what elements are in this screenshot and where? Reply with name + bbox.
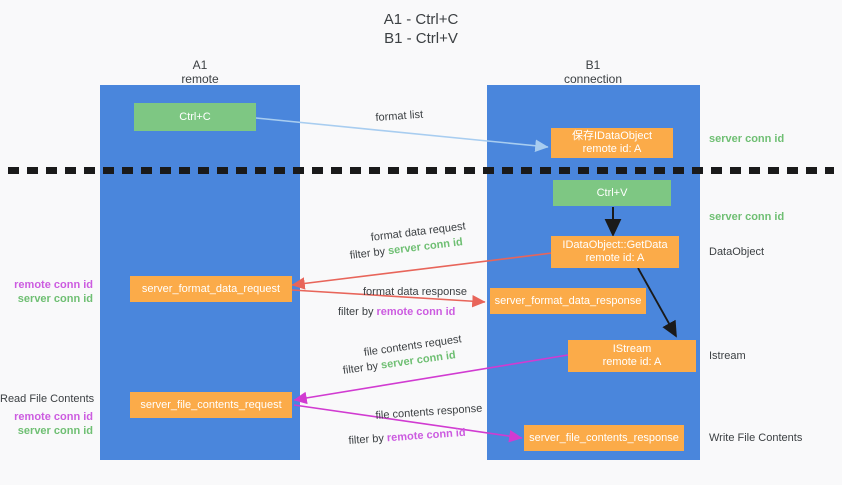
node-server-file-contents-response[interactable]: server_file_contents_response [524,425,684,451]
annotation-left-remote-conn-id-1: remote conn id [14,279,93,291]
lane-header-b1-name: B1 [585,58,601,72]
annotation-right-dataobject: DataObject [709,246,765,258]
node-server-format-data-response[interactable]: server_format_data_response [490,288,646,314]
edge-label-file-contents-response: file contents response [375,402,483,422]
node-save-idataobject-line2: remote id: A [582,143,642,155]
filter-prefix-1: filter by [349,245,389,262]
node-server-format-data-request[interactable]: server_format_data_request [130,276,292,302]
node-ctrl-v[interactable]: Ctrl+V [553,180,671,206]
annotation-left-server-conn-id-2: server conn id [17,425,93,437]
node-istream-line1: IStream [612,343,652,355]
annotation-left-remote-conn-id-2: remote conn id [14,411,93,423]
filter-prefix-3: filter by [342,359,382,377]
lane-header-b1: B1 connection [493,58,693,86]
node-ctrl-v-label: Ctrl+V [596,186,628,199]
page-title-line1: A1 - Ctrl+C [383,11,459,28]
node-server-file-contents-response-label: server_file_contents_response [529,431,679,444]
lane-header-a1: A1 remote [100,58,300,86]
annotation-left-read-file-contents: Read File Contents [0,393,95,405]
phase-divider-dashed-line [8,167,834,174]
node-server-format-data-request-label: server_format_data_request [141,282,281,295]
annotation-left-server-conn-id-1: server conn id [17,293,93,305]
lane-header-a1-name: A1 [192,58,208,72]
node-server-file-contents-request[interactable]: server_file_contents_request [130,392,292,418]
node-istream-line2: remote id: A [602,356,662,368]
node-ctrl-c[interactable]: Ctrl+C [134,103,256,131]
edge-label-file-contents-response-filter: filter by remote conn id [348,426,466,448]
edge-label-format-data-response: format data response [363,286,467,298]
page-title-line2: B1 - Ctrl+V [384,30,458,47]
node-server-file-contents-request-label: server_file_contents_request [140,398,282,411]
node-ctrl-c-label: Ctrl+C [179,110,211,123]
edge-label-format-data-response-filter: filter by remote conn id [338,305,455,319]
annotation-right-server-conn-id-2: server conn id [709,211,785,223]
annotation-right-write-file-contents: Write File Contents [709,432,803,444]
node-save-idataobject-line1: 保存IDataObject [571,130,653,142]
annotation-right-istream: Istream [709,350,746,362]
filter-key-remote-conn-id-2: remote conn id [386,426,466,445]
filter-prefix-4: filter by [348,432,388,447]
lane-header-b1-sub: connection [563,72,623,86]
filter-prefix-2: filter by [338,306,377,318]
lane-header-a1-sub: remote [181,72,219,86]
node-save-idataobject[interactable]: 保存IDataObject remote id: A [551,128,673,158]
node-idataobject-getdata-line2: remote id: A [585,252,645,264]
node-istream[interactable]: IStream remote id: A [568,340,696,372]
edge-label-format-list: format list [375,108,424,124]
node-server-format-data-response-label: server_format_data_response [494,294,642,307]
annotation-right-server-conn-id-1: server conn id [709,133,785,145]
node-idataobject-getdata[interactable]: IDataObject::GetData remote id: A [551,236,679,268]
filter-key-remote-conn-id-1: remote conn id [376,306,456,318]
node-idataobject-getdata-line1: IDataObject::GetData [562,239,668,251]
